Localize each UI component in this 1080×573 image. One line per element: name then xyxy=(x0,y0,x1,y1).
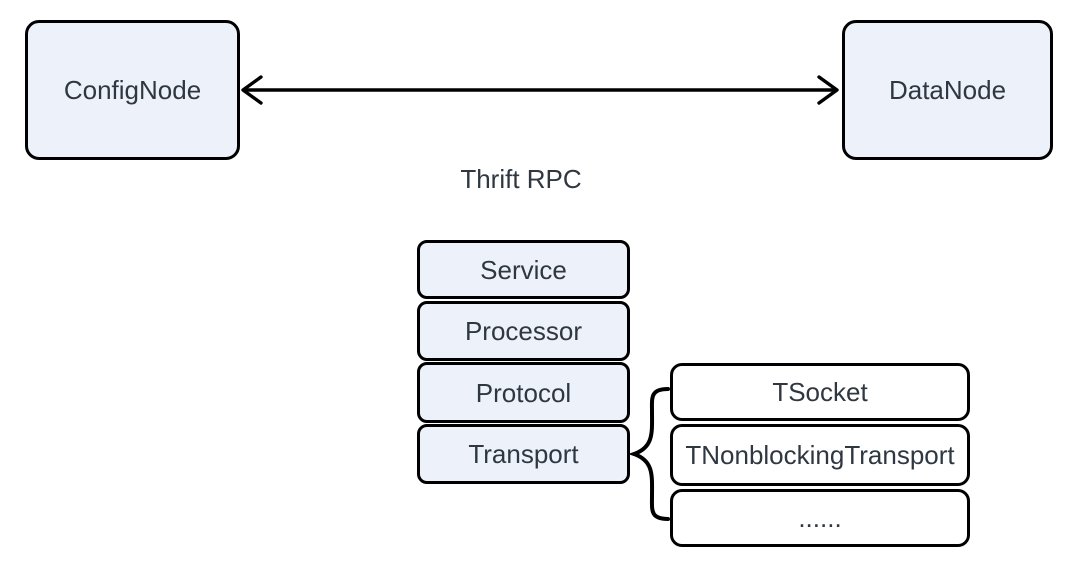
impl-tsocket-label: TSocket xyxy=(772,377,868,407)
transport-brace-icon xyxy=(627,387,670,521)
node-confignode: ConfigNode xyxy=(25,20,240,160)
impl-ellipsis: ...... xyxy=(670,489,970,547)
layer-service-label: Service xyxy=(480,254,567,285)
impl-ellipsis-label: ...... xyxy=(798,503,842,533)
layer-transport: Transport xyxy=(417,424,630,484)
impl-tnonblockingtransport: TNonblockingTransport xyxy=(670,424,970,486)
layer-processor: Processor xyxy=(417,301,630,361)
arrow-label: Thrift RPC xyxy=(460,164,582,194)
node-confignode-label: ConfigNode xyxy=(63,75,202,105)
impl-tsocket: TSocket xyxy=(670,363,970,421)
layer-protocol-label: Protocol xyxy=(475,377,572,408)
impl-tnonblockingtransport-label: TNonblockingTransport xyxy=(685,440,955,470)
layer-protocol: Protocol xyxy=(417,362,630,423)
layer-service: Service xyxy=(417,240,630,299)
node-datanode: DataNode xyxy=(842,20,1053,160)
bidirectional-arrow-icon xyxy=(241,75,839,105)
node-datanode-label: DataNode xyxy=(888,75,1007,105)
layer-processor-label: Processor xyxy=(464,316,583,346)
layer-transport-label: Transport xyxy=(468,439,579,469)
